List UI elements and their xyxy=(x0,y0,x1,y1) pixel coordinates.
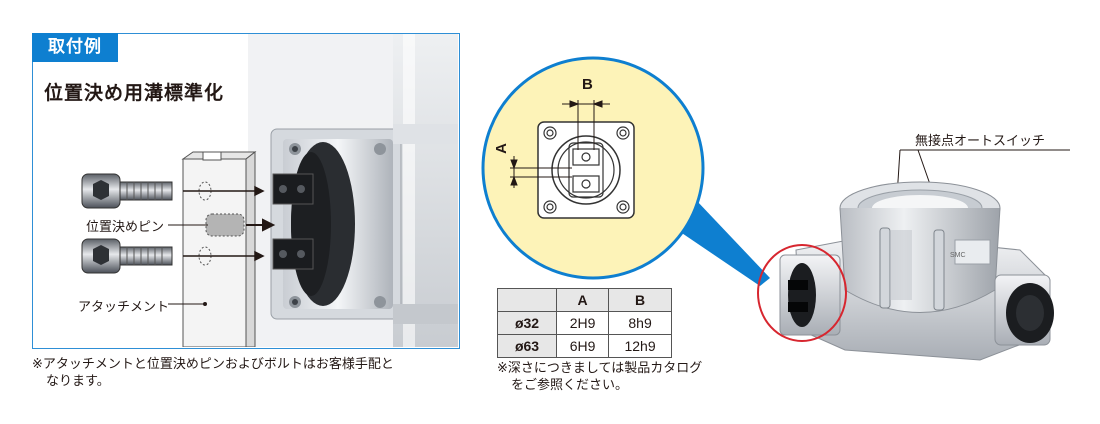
positioning-pin-label: 位置決めピン xyxy=(86,220,165,235)
dimension-table: A B ø32 2H9 8h9 ø63 6H9 12h9 xyxy=(497,288,672,358)
table-header-cell xyxy=(497,288,557,312)
table-row: ø32 2H9 8h9 xyxy=(497,311,672,335)
product-photo xyxy=(757,149,1070,361)
detail-note-line2: をご参照ください。 xyxy=(511,378,629,393)
table-cell-b: 12h9 xyxy=(608,334,672,358)
table-header-cell: A xyxy=(555,288,610,312)
detail-note: ※深さにつきましては製品カタログ をご参照ください。 xyxy=(497,360,702,394)
table-cell-a: 6H9 xyxy=(555,334,610,358)
mounting-note: ※アタッチメントと位置決めピンおよびボルトはお客様手配と なります。 xyxy=(32,356,394,390)
brand-mark-logo: SMC xyxy=(950,252,966,259)
dimension-b-label: B xyxy=(582,76,593,93)
table-row-size: ø32 xyxy=(497,311,557,335)
solid-state-switch-label: 無接点オートスイッチ xyxy=(915,134,1046,149)
detail-note-line1: ※深さにつきましては製品カタログ xyxy=(497,361,703,376)
table-header-cell: B xyxy=(608,288,672,312)
table-row: ø63 6H9 12h9 xyxy=(497,334,672,358)
table-cell-a: 2H9 xyxy=(555,311,610,335)
dimension-a-label: A xyxy=(492,143,510,154)
table-cell-b: 8h9 xyxy=(608,311,672,335)
mounting-note-line1: ※アタッチメントと位置決めピンおよびボルトはお客様手配と xyxy=(32,357,394,372)
detail-magnifier xyxy=(481,56,770,286)
attachment-label: アタッチメント xyxy=(78,300,170,315)
mounting-example-badge: 取付例 xyxy=(32,33,118,62)
mounting-illustration xyxy=(81,34,458,347)
table-row-size: ø63 xyxy=(497,334,557,358)
bolt-upper xyxy=(81,173,173,209)
bolt-lower xyxy=(81,238,173,274)
mounting-heading: 位置決め用溝標準化 xyxy=(44,82,225,104)
table-header-row: A B xyxy=(497,288,672,312)
mounting-note-line2: なります。 xyxy=(46,374,110,389)
